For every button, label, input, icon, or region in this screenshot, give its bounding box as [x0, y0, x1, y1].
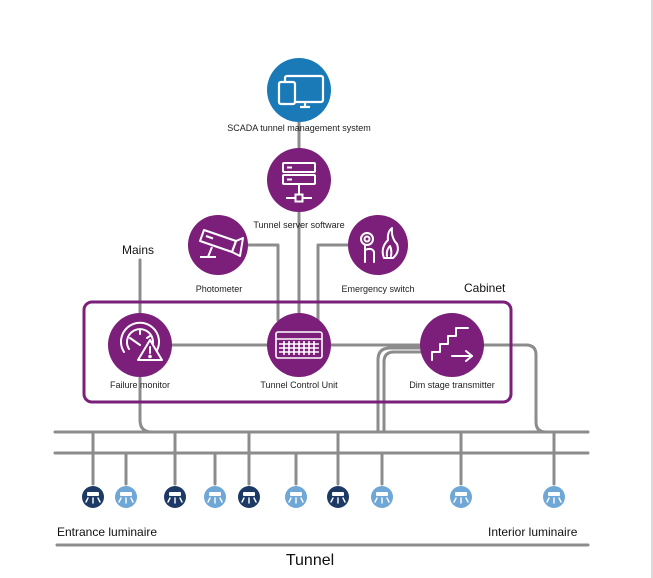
server-node [267, 148, 331, 212]
cabinet-box [82, 300, 513, 404]
tunnel-label: Tunnel [285, 552, 335, 569]
tcu-node [267, 313, 331, 377]
luminaire-icon [204, 486, 226, 508]
photometer-node [188, 215, 248, 275]
server-icon [282, 162, 316, 203]
entrance-label: Entrance luminaire [57, 525, 158, 539]
luminaire-icon [285, 486, 307, 508]
tcu-label: Tunnel Control Unit [260, 380, 338, 390]
luminaire-row [82, 486, 565, 508]
luminaire-icon [238, 486, 260, 508]
keyboard-icon [275, 331, 323, 359]
mains-label: Mains [122, 243, 155, 257]
photometer-label: Photometer [195, 284, 243, 294]
server-label: Tunnel server software [253, 220, 345, 230]
luminaire-icon [371, 486, 393, 508]
dim-drop-a [376, 346, 442, 434]
scada-label: SCADA tunnel management system [227, 123, 371, 133]
connectors [53, 88, 590, 547]
failure-node [108, 313, 172, 377]
luminaire-icon [82, 486, 104, 508]
dim-node [420, 313, 484, 377]
luminaire-icon [164, 486, 186, 508]
emergency-label: Emergency switch [341, 284, 415, 294]
luminaire-icon [115, 486, 137, 508]
gauge-warning-icon [120, 321, 163, 361]
emergency-switch-icon [360, 227, 399, 263]
luminaire-drops [91, 430, 556, 486]
monitor-icon [277, 74, 325, 109]
dim-drop-b [382, 350, 442, 434]
interior-label: Interior luminaire [488, 525, 578, 539]
emergency-node [348, 215, 408, 275]
luminaire-icon [327, 486, 349, 508]
camera-icon [199, 229, 244, 258]
stairs-arrow-icon [431, 327, 473, 362]
dim-label: Dim stage transmitter [409, 380, 495, 390]
luminaire-icon [450, 486, 472, 508]
failure-label: Failure monitor [109, 380, 171, 390]
frame-edge [651, 0, 653, 578]
scada-node [267, 58, 331, 122]
cabinet-label: Cabinet [464, 281, 506, 295]
luminaire-icon [543, 486, 565, 508]
